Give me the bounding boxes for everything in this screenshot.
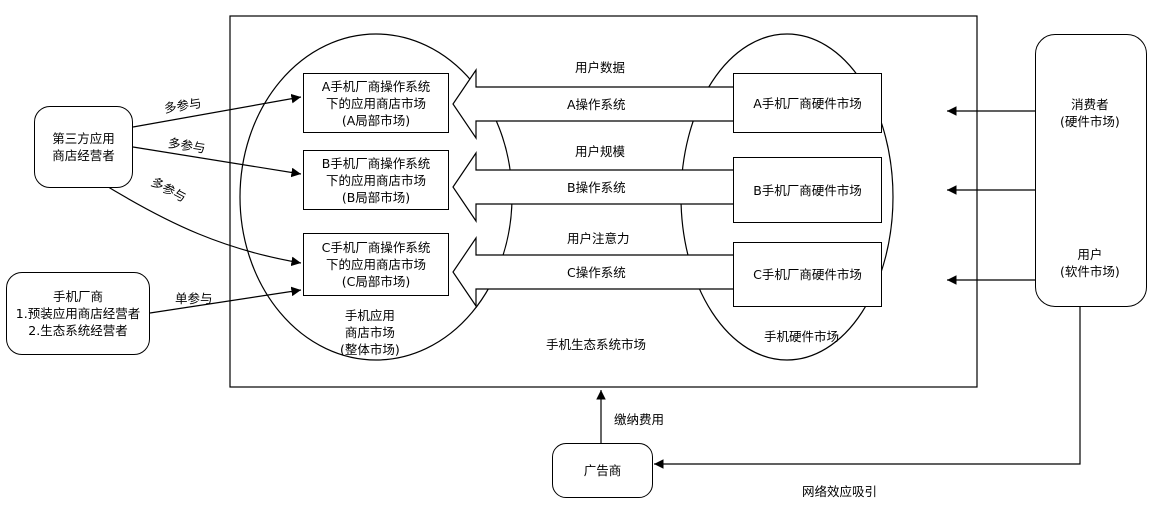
consumer-label: 消费者 (硬件市场) [1060,96,1120,130]
app-store-c-line-2: 下的应用商店市场 [325,257,426,272]
third-party-store-operator: 第三方应用 商店经营者 [34,106,133,188]
consumer-user-node [1035,34,1147,307]
os-arrow-b [452,151,733,223]
hardware-market-a-label: A手机厂商硬件市场 [753,95,862,111]
hardware-market-c-label: C手机厂商硬件市场 [753,267,862,282]
manufacturer-line-3: 2.生态系统经营者 [28,323,128,338]
user-line-2: (软件市场) [1060,264,1120,279]
hardware-market-c: C手机厂商硬件市场 [733,242,882,307]
os-arrow-a [452,68,733,140]
app-store-b: B手机厂商操作系统 下的应用商店市场 (B局部市场) [303,150,449,210]
app-store-a-line-2: 下的应用商店市场 [325,95,426,111]
os-label-a: A操作系统 [567,97,626,112]
consumer-line-2: (硬件市场) [1060,114,1120,129]
user-line-1: 用户 [1077,247,1103,262]
os-label-b: B操作系统 [567,180,626,195]
hardware-market-b-label: B手机厂商硬件市场 [753,182,862,198]
manufacturer-line-1: 手机厂商 [52,289,103,304]
app-market-whole-line-2: 商店市场 [344,325,395,340]
flow-label-user-scale: 用户规模 [575,144,626,159]
ecosystem-market-label: 手机生态系统市场 [546,337,647,352]
connector-thirdparty-b [132,146,302,178]
hardware-market-b: B手机厂商硬件市场 [733,157,882,223]
hardware-market-label: 手机硬件市场 [764,329,840,344]
app-market-whole-line-1: 手机应用 [344,308,395,323]
ecosystem-frame [229,15,978,388]
app-market-whole-label: 手机应用 商店市场 (整体市场) [340,307,400,358]
fee-label: 缴纳费用 [614,412,665,427]
flow-label-user-attention: 用户注意力 [567,231,630,246]
network-effect-label: 网络效应吸引 [802,484,878,499]
advertiser-label: 广告商 [583,463,622,478]
phone-manufacturer: 手机厂商 1.预装应用商店经营者 2.生态系统经营者 [6,272,150,355]
connector-thirdparty-c [99,181,302,267]
arrow-network-effect [654,307,1081,469]
app-store-c: C手机厂商操作系统 下的应用商店市场 (C局部市场) [303,233,449,296]
app-store-a-line-3: (A局部市场) [341,112,411,128]
app-store-b-line-3: (B局部市场) [341,189,411,205]
consumer-line-1: 消费者 [1071,97,1109,112]
participation-label-4: 单参与 [175,291,213,306]
app-store-c-line-1: C手机厂商操作系统 [321,240,431,255]
connector-thirdparty-a [132,93,302,128]
third-party-line-1: 第三方应用 [52,131,115,146]
app-store-c-line-3: (C局部市场) [341,274,411,289]
user-label: 用户 (软件市场) [1060,246,1120,280]
app-store-b-line-1: B手机厂商操作系统 [321,155,431,171]
os-label-c: C操作系统 [567,265,626,280]
app-store-b-line-2: 下的应用商店市场 [325,172,426,188]
app-store-a: A手机厂商操作系统 下的应用商店市场 (A局部市场) [303,73,449,133]
third-party-line-2: 商店经营者 [52,148,115,163]
app-store-a-line-1: A手机厂商操作系统 [321,78,431,94]
manufacturer-line-2: 1.预装应用商店经营者 [15,306,141,321]
app-market-whole-line-3: (整体市场) [340,342,400,357]
advertiser-node: 广告商 [552,443,653,498]
os-arrow-c [452,236,733,308]
connector-manufacturer-c [149,286,302,314]
flow-label-user-data: 用户数据 [575,60,626,75]
hardware-market-a: A手机厂商硬件市场 [733,73,882,133]
